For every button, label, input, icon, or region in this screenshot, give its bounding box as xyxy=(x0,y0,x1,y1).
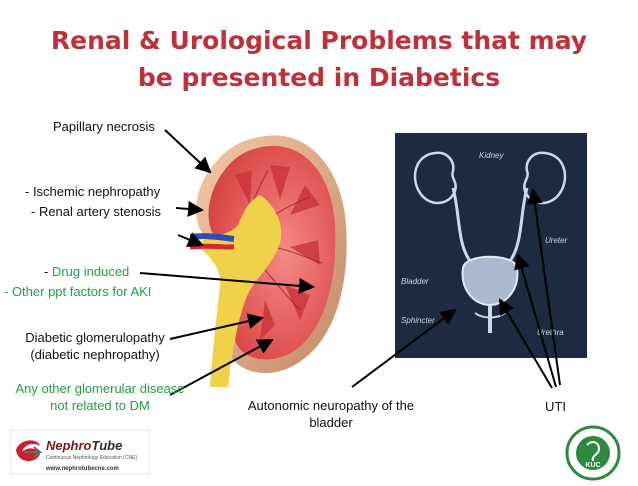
label-ischemic-nephropathy: - Ischemic nephropathy xyxy=(25,183,160,200)
svg-text:NephroTube: NephroTube xyxy=(46,438,122,453)
right-kidney-shape xyxy=(524,153,565,203)
label-other-glom-line1: Any other glomerular disease xyxy=(10,380,190,397)
label-other-glomerular-disease: Any other glomerular disease not related… xyxy=(10,380,190,414)
bladder-shape xyxy=(463,257,518,305)
label-auto-line1: Autonomic neuropathy of the xyxy=(226,397,436,414)
label-other-glom-line2: not related to DM xyxy=(10,397,190,414)
label-renal-artery-stenosis: - Renal artery stenosis xyxy=(31,203,161,220)
label-glom-line1: Diabetic glomerulopathy xyxy=(10,329,180,346)
nephrotube-logo: NephroTube Continuous Nephrology Educati… xyxy=(10,430,150,474)
label-autonomic-neuropathy: Autonomic neuropathy of the bladder xyxy=(226,397,436,431)
uro-label-urethra: Urethra xyxy=(537,328,564,337)
kidney-illustration xyxy=(190,125,350,390)
label-drug-text: Drug induced xyxy=(52,264,129,279)
page-title: Renal & Urological Problems that may be … xyxy=(0,22,638,96)
label-drug-induced: - Drug induced xyxy=(44,263,129,280)
uro-label-sphincter: Sphincter xyxy=(401,316,435,325)
title-line-2: be presented in Diabetics xyxy=(0,59,638,96)
title-line-1: Renal & Urological Problems that may xyxy=(0,22,638,59)
uro-label-kidney: Kidney xyxy=(479,151,503,160)
label-other-ppt-factors: - Other ppt factors for AKI xyxy=(4,283,151,300)
kuc-seal-logo: KUC xyxy=(565,425,621,481)
kuc-seal-graphic: KUC xyxy=(565,425,621,481)
svg-text:Continuous Nephrology Educatio: Continuous Nephrology Education (CNE) xyxy=(46,455,137,461)
left-kidney-shape xyxy=(415,153,456,203)
label-drug-prefix: - xyxy=(44,264,52,279)
svg-text:KUC: KUC xyxy=(585,462,600,469)
urinary-tract-illustration: Kidney Ureter Bladder Sphincter Urethra xyxy=(395,133,587,358)
label-diabetic-glomerulopathy: Diabetic glomerulopathy (diabetic nephro… xyxy=(10,329,180,363)
label-auto-line2: bladder xyxy=(226,414,436,431)
label-uti: UTI xyxy=(545,398,566,415)
uro-label-ureter: Ureter xyxy=(545,236,567,245)
svg-text:www.nephrotubecne.com: www.nephrotubecne.com xyxy=(45,466,119,472)
nephrotube-logo-graphic: NephroTube Continuous Nephrology Educati… xyxy=(10,430,150,474)
label-papillary-necrosis: Papillary necrosis xyxy=(53,118,155,135)
uro-label-bladder: Bladder xyxy=(401,277,429,286)
label-glom-line2: (diabetic nephropathy) xyxy=(10,346,180,363)
